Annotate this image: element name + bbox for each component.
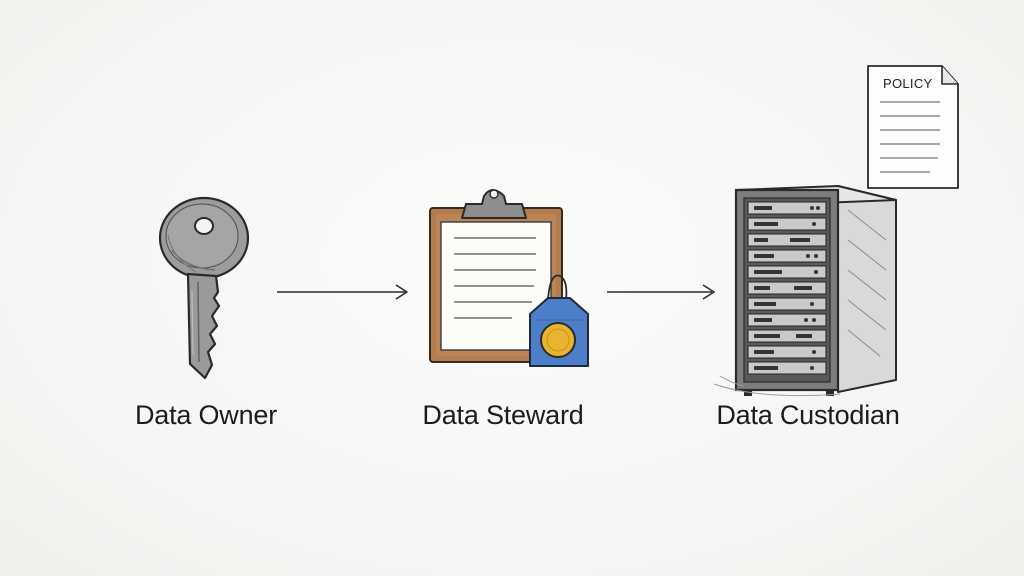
- arrow-steward-to-custodian: [607, 284, 715, 300]
- label-data-owner: Data Owner: [134, 400, 278, 430]
- clipboard-badge-icon: [429, 189, 589, 367]
- policy-label: POLICY: [883, 76, 933, 91]
- label-data-custodian: Data Custodian: [716, 400, 900, 430]
- server-rack-icon: [713, 185, 897, 397]
- policy-document-icon: POLICY: [867, 65, 959, 189]
- label-data-steward: Data Steward: [422, 400, 584, 430]
- arrow-owner-to-steward: [277, 284, 408, 300]
- key-icon: [158, 196, 250, 380]
